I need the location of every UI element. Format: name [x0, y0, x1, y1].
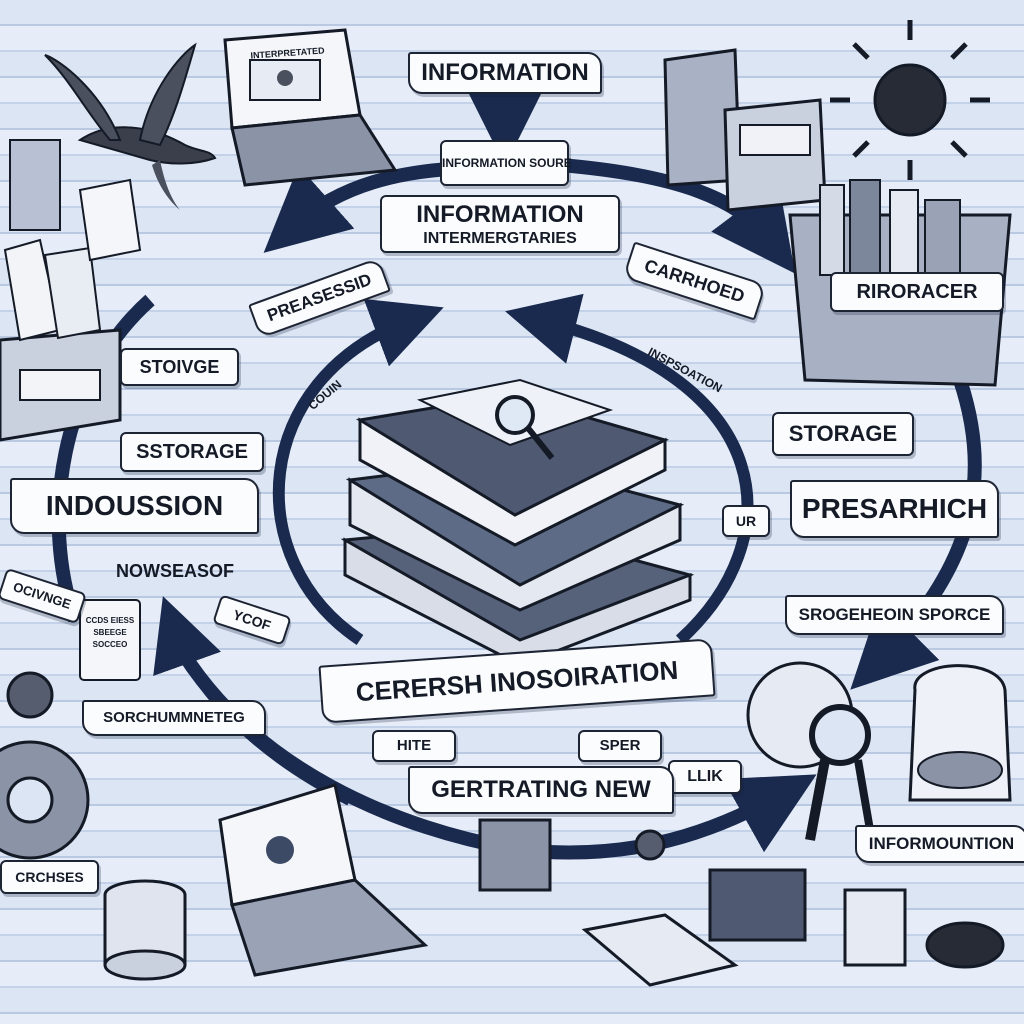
file-box-illustration	[0, 139, 142, 442]
label-indoussion: INDOUSSION	[10, 478, 259, 534]
label-stoivge: STOIVGE	[120, 348, 239, 386]
label-information-intermediaries: INFORMATION INTERMERGTARIES	[380, 195, 620, 253]
label-sorchummneteg: SORCHUMMNETEG	[82, 700, 266, 736]
device-illustration	[478, 818, 666, 892]
inner-arrow-left	[272, 298, 444, 645]
label-hite: HITE	[372, 730, 456, 762]
label-sstorage: SSTORAGE	[120, 432, 264, 472]
pencil-cup-illustration	[843, 888, 1005, 969]
label-llik: LLIK	[668, 760, 742, 794]
label-nowseasof: NOWSEASOF	[115, 561, 234, 581]
label-riroracer: RIRORACER	[830, 272, 1004, 312]
label-informountion: INFORMOUNTION	[855, 825, 1024, 863]
label-sroeheoin-sporce: SROGEHEOIN SPORCE	[785, 595, 1004, 635]
label-storage: STORAGE	[772, 412, 914, 456]
laptop-top-illustration	[223, 28, 398, 187]
label-intermediaries-line1: INFORMATION	[416, 201, 584, 228]
label-information-source: INFORMATION SOURE	[440, 140, 572, 186]
label-crchses: CRCHSES	[0, 860, 99, 894]
label-ur: UR	[722, 505, 770, 537]
cards-text: CCDS EIESS SBEEGE SOCCEO	[85, 616, 135, 649]
bird-illustration	[44, 42, 217, 210]
inner-arrow-right	[505, 293, 754, 645]
open-book-illustration	[581, 868, 807, 987]
label-presarhich: PRESARHICH	[790, 480, 999, 538]
laptop-bottom-illustration	[218, 783, 429, 977]
sun-illustration	[830, 20, 990, 180]
label-sper: SPER	[578, 730, 662, 762]
label-gertrating-new: GERTRATING NEW	[408, 766, 674, 814]
gear-illustration	[0, 671, 90, 860]
jar-illustration	[908, 664, 1012, 802]
tape-roll-illustration	[103, 879, 187, 981]
label-intermediaries-line2: INTERMERGTARIES	[423, 230, 577, 247]
outer-arrow-top	[559, 158, 796, 274]
book-stack-illustration	[340, 378, 695, 667]
globe-magnifier-illustration	[746, 661, 874, 841]
label-information: INFORMATION	[408, 52, 602, 94]
cabinet-illustration	[663, 48, 827, 212]
cards-illustration	[79, 599, 141, 681]
